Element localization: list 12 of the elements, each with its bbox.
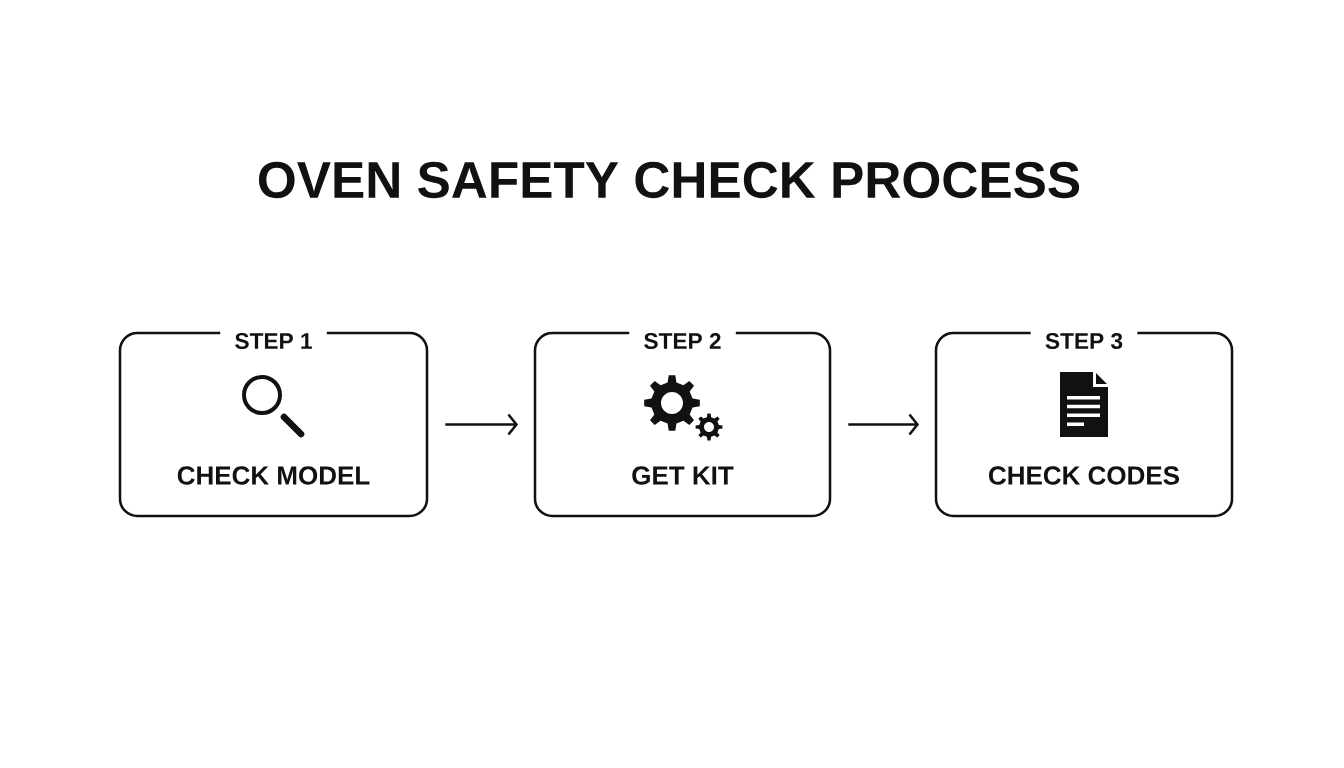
step-label: STEP 1 xyxy=(235,333,312,350)
step-box xyxy=(118,331,429,518)
arrow xyxy=(848,413,920,436)
step-box xyxy=(533,331,832,518)
step-label: STEP 2 xyxy=(644,333,721,350)
step-title: CHECK CODES xyxy=(989,466,1180,485)
title: OVEN SAFETY CHECK PROCESS xyxy=(258,161,1080,199)
arrow xyxy=(445,413,519,436)
step-title: CHECK MODEL xyxy=(177,466,370,485)
step-box xyxy=(934,331,1234,518)
step-label: STEP 3 xyxy=(1045,332,1123,350)
step-title: GET KIT xyxy=(632,466,734,485)
